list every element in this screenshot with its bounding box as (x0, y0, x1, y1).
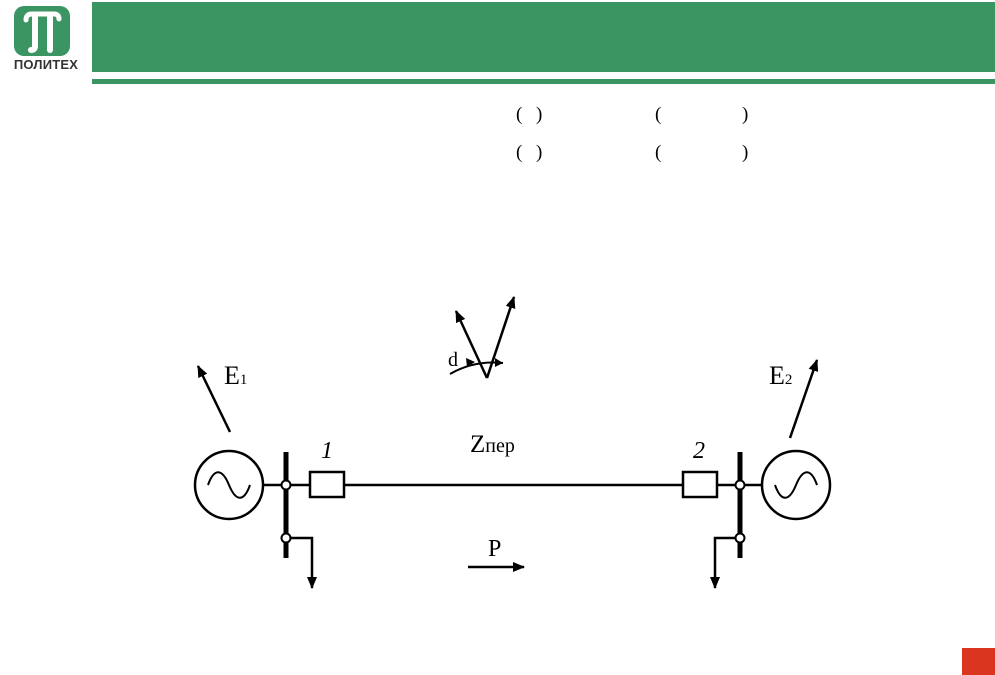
header-divider (92, 79, 995, 84)
logo-wordmark: ПОЛИТЕХ (13, 57, 79, 72)
breaker-1 (308, 470, 346, 499)
generator-2-icon (760, 449, 832, 521)
paren-open: ( (655, 104, 662, 125)
paren-close: ) (742, 104, 749, 125)
line-impedance-label: Zпер (470, 431, 515, 458)
paren-open: ( (516, 142, 523, 163)
angle-label: d (448, 349, 458, 371)
bus-node (734, 532, 746, 544)
bus-node (734, 479, 746, 491)
paren-close: ) (536, 142, 543, 163)
load-1-arrow (290, 536, 317, 589)
node-1-label: 1 (321, 438, 333, 464)
emf-1-arrow (196, 365, 232, 433)
text-row-2: ( ) ( ) (0, 142, 995, 164)
header-bar (92, 2, 995, 72)
power-label: P (488, 536, 501, 562)
paren-close: ) (742, 142, 749, 163)
text-row-1: ( ) ( ) (0, 104, 995, 126)
bus-node (280, 479, 292, 491)
breaker-2 (681, 470, 719, 499)
paren-open: ( (516, 104, 523, 125)
node-2-label: 2 (693, 438, 705, 464)
bus-node (280, 532, 292, 544)
slide-corner-marker (962, 648, 995, 675)
emf-1-label: E1 (224, 361, 247, 390)
paren-close: ) (536, 104, 543, 125)
pi-logo-icon (14, 6, 70, 56)
emf-2-label: E2 (769, 361, 792, 390)
paren-open: ( (655, 142, 662, 163)
logo: ПОЛИТЕХ (0, 0, 92, 76)
generator-1-icon (193, 449, 265, 521)
load-2-arrow (710, 536, 736, 589)
emf-2-arrow (788, 359, 819, 439)
phasor-angle-diagram (449, 296, 516, 379)
